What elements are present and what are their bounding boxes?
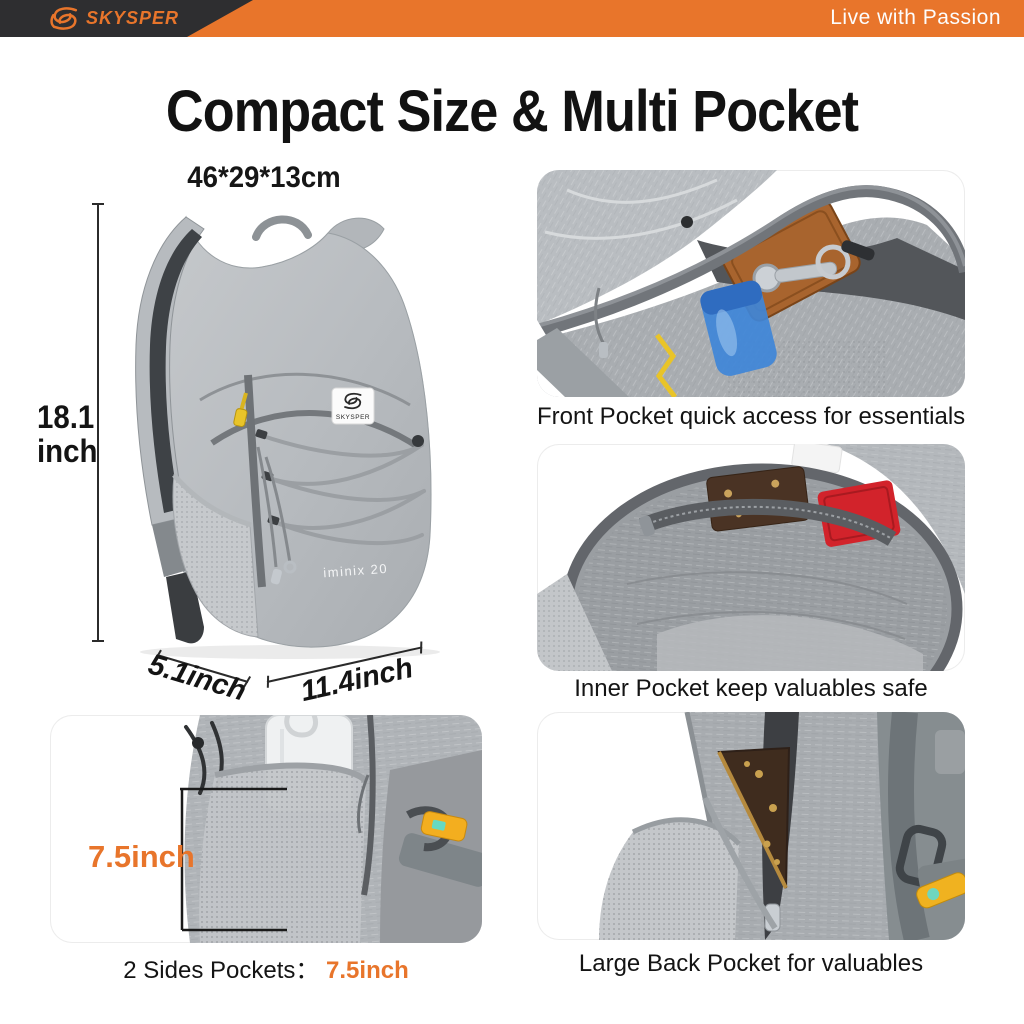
side-pockets-photo: 7.5inch [50,715,482,943]
skysper-logo-icon [50,7,78,30]
webbing-loop [935,730,965,774]
front-seam [199,372,411,407]
bungee-cords [258,433,426,546]
pocket-rim [537,185,965,338]
strap-slot [895,824,947,888]
left-strap-mesh [149,229,202,513]
back-pocket-caption: Large Back Pocket for valuables [578,950,924,977]
inner-pocket-photo [537,444,965,671]
zipper-hook [283,560,297,574]
cord-toggle [192,737,204,749]
skysper-logo: SKYSPER [50,5,179,32]
backpack-brand-label: SKYSPER [331,387,375,425]
strap-channel [888,712,930,940]
banner-tagline: Live with Passion [830,6,1001,29]
back-pocket-photo [537,712,965,940]
backpack-shadow [140,645,440,659]
yellow-cord [655,333,677,397]
inner-zip-teeth [641,505,893,540]
pull-clip [599,342,608,358]
label-brand-text: SKYSPER [336,414,370,421]
mesh-rim [631,817,741,846]
side-pockets-caption: 2 Sides Pockets： 7.5inch [50,950,482,985]
carabiner [841,240,875,261]
model-name-text: iminix 20 [323,561,389,580]
side-zip [361,715,376,896]
height-dimension-line [92,203,104,642]
zipper-hook-2 [270,568,282,585]
cord-lock [412,435,424,447]
height-unit-label: inch [37,433,98,469]
pull-cord [594,287,607,347]
lining [657,615,923,671]
monogram-pouch [717,746,791,889]
backpack-front-photo: SKYSPER iminix 20 [135,215,440,659]
flap-toggle [681,216,693,228]
side-pockets-caption-prefix: 2 Sides Pockets： [123,957,320,984]
side-pockets-caption-value: 7.5inch [326,957,409,984]
inner-zip-slider [639,515,655,537]
yellow-buckle [420,811,468,842]
gray-piping [702,796,778,930]
yellow-zipper-cord [239,392,248,412]
height-value-label: 18.1 [37,399,95,435]
mesh-elastic-rim [172,473,252,528]
yellow-zipper-pull [233,408,248,427]
front-pocket-photo [537,170,965,397]
page-title: Compact Size & Multi Pocket [165,79,859,144]
side-pocket-annotation: 7.5inch [88,839,195,874]
side-zip-pull [356,774,370,834]
mesh-rim [214,762,369,784]
brand-name: SKYSPER [86,8,180,28]
zipper-pull-cords [256,446,292,568]
fabric-folds [626,571,908,640]
inner-pocket-caption: Inner Pocket keep valuables safe [574,675,928,702]
blue-bottle [700,280,777,376]
front-pocket-caption: Front Pocket quick access for essentials [537,403,966,430]
side-pocket-dimension-bracket [180,787,287,932]
shoulder-strap [398,833,482,887]
top-banner: SKYSPER Live with Passion [0,0,1024,37]
flap-bungee [544,178,738,240]
front-pocket-zipper [210,410,420,450]
dimensions-cm-label: 46*29*13cm [187,161,341,194]
vertical-zipper [244,374,266,588]
haul-loop [252,215,312,241]
pocket-zipper-line [537,185,965,328]
monogram-pouch [706,466,810,532]
keyring [815,244,851,280]
yellow-clip [916,872,965,909]
lower-strap [537,328,629,397]
